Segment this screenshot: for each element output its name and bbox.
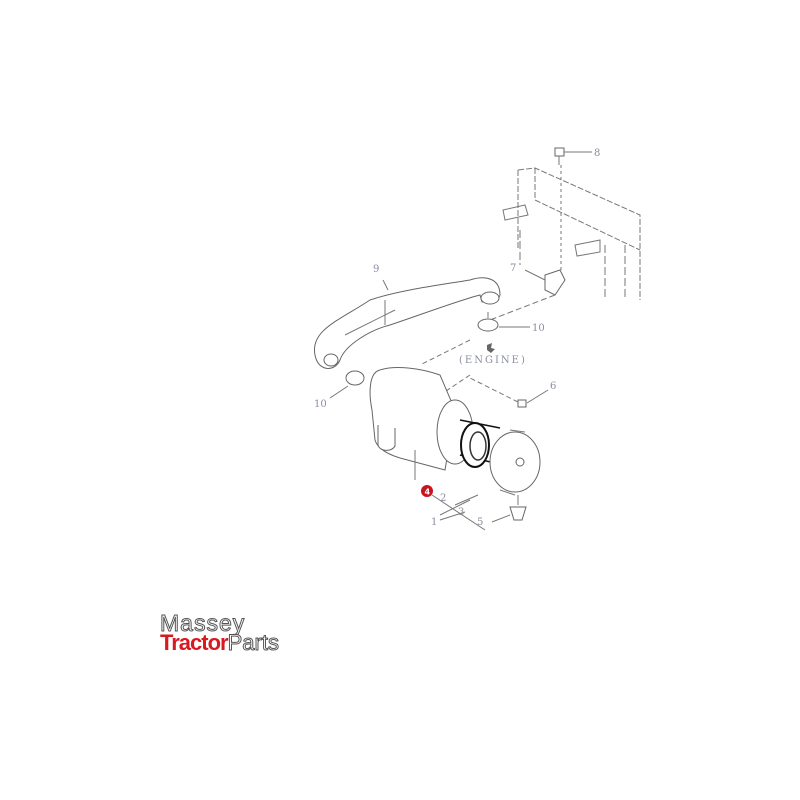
logo-word-tractor: Tractor bbox=[160, 630, 229, 655]
end-cover-2 bbox=[489, 429, 541, 496]
valve-5 bbox=[491, 495, 527, 523]
callout-10-upper: 10 bbox=[532, 323, 545, 334]
leader-lines bbox=[419, 339, 471, 396]
callout-8: 8 bbox=[594, 148, 600, 159]
frame-bracket bbox=[502, 167, 641, 300]
callout-4: 4 bbox=[425, 488, 431, 497]
callout-leaders bbox=[431, 494, 486, 531]
logo-word-parts: Parts bbox=[227, 630, 279, 655]
air-cleaner-housing bbox=[369, 367, 456, 480]
callout-6: 6 bbox=[550, 381, 556, 392]
clamp-10-lower bbox=[329, 370, 365, 399]
callout-1: 1 bbox=[431, 517, 437, 528]
callout-3: 3 bbox=[458, 507, 464, 518]
bolt-8 bbox=[554, 147, 592, 275]
logo-line-massey: Massey bbox=[160, 610, 246, 636]
callout-10-lower: 10 bbox=[314, 399, 327, 410]
bolt-6 bbox=[469, 377, 549, 408]
callout-7: 7 bbox=[510, 263, 516, 274]
bracket-7 bbox=[489, 269, 566, 321]
intake-hose-9 bbox=[314, 277, 501, 369]
callout-9: 9 bbox=[373, 264, 379, 275]
filter-element-4 bbox=[436, 399, 501, 468]
callout-5: 5 bbox=[477, 517, 483, 528]
callout-4-highlight[interactable] bbox=[421, 485, 433, 497]
massey-tractor-parts-logo: Massey TractorParts bbox=[160, 610, 280, 655]
engine-arrow-icon bbox=[487, 343, 495, 353]
engine-note: (ENGINE) bbox=[459, 355, 527, 366]
callout-2: 2 bbox=[440, 493, 446, 504]
clamp-10-upper bbox=[477, 312, 530, 332]
